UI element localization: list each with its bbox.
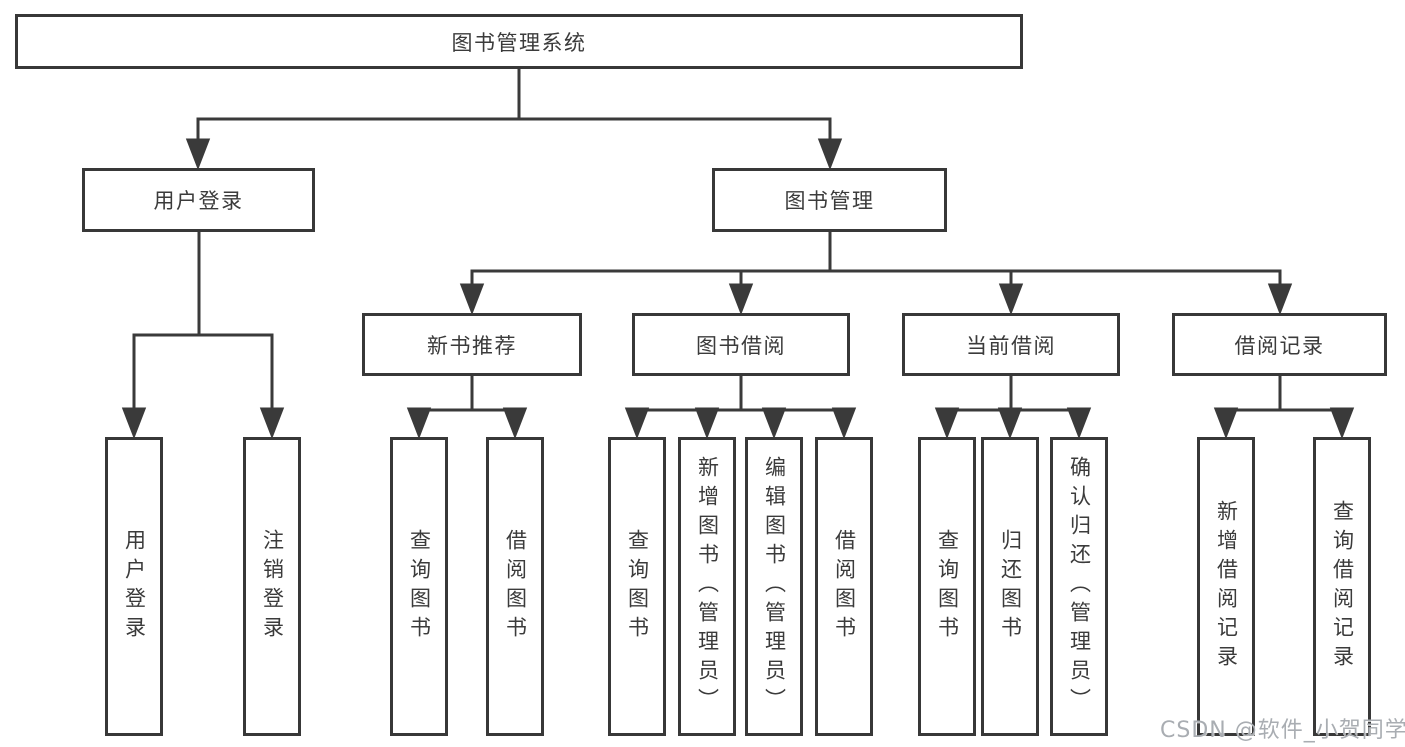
- leaf-query-borrow-record: 查询借阅记录: [1313, 437, 1371, 736]
- node-label: 借阅图书: [503, 528, 528, 645]
- leaf-add-borrow-record: 新增借阅记录: [1197, 437, 1255, 736]
- node-label: 用户登录: [153, 189, 244, 213]
- node-book-management-branch: 图书管理: [712, 168, 947, 232]
- node-label: 编辑图书（管理员）: [762, 456, 787, 717]
- node-current-borrowing: 当前借阅: [902, 313, 1120, 376]
- node-label: 图书借阅: [696, 333, 786, 358]
- node-label: 查询图书: [407, 528, 432, 645]
- node-label: 注销登录: [260, 528, 285, 645]
- leaf-query-books: 查询图书: [608, 437, 666, 736]
- node-library-management-system: 图书管理系统: [15, 14, 1023, 69]
- leaf-logout: 注销登录: [243, 437, 301, 736]
- csdn-watermark: CSDN @软件_小贺同学: [1160, 718, 1405, 743]
- connector-root-to-level2: [185, 68, 843, 171]
- connector-module0-to-leaves: [406, 375, 528, 440]
- node-label: 归还图书: [998, 528, 1023, 645]
- node-book-borrowing: 图书借阅: [632, 313, 850, 376]
- leaf-user-login: 用户登录: [105, 437, 163, 736]
- leaf-query-books: 查询图书: [390, 437, 448, 736]
- connector-mgmt-to-level3: [459, 231, 1293, 316]
- connector-module2-to-leaves: [934, 375, 1092, 440]
- leaf-return-books: 归还图书: [981, 437, 1039, 736]
- node-label: 借阅记录: [1234, 333, 1325, 358]
- leaf-query-books: 查询图书: [918, 437, 976, 736]
- node-label: 新增借阅记录: [1214, 499, 1239, 674]
- leaf-borrow-books: 借阅图书: [486, 437, 544, 736]
- node-label: 新书推荐: [427, 333, 517, 358]
- leaf-confirm-return-admin: 确认归还（管理员）: [1050, 437, 1108, 736]
- node-label: 图书管理系统: [451, 30, 587, 55]
- node-label: 新增图书（管理员）: [695, 456, 720, 717]
- node-label: 查询借阅记录: [1330, 499, 1355, 674]
- node-label: 查询图书: [625, 528, 650, 645]
- connector-module3-to-leaves: [1213, 375, 1355, 440]
- node-new-book-recommendation: 新书推荐: [362, 313, 582, 376]
- node-label: 确认归还（管理员）: [1067, 456, 1092, 717]
- node-label: 当前借阅: [966, 333, 1056, 358]
- connector-login-to-leaves: [121, 231, 285, 440]
- connector-module1-to-leaves: [624, 375, 857, 440]
- node-borrowing-records: 借阅记录: [1172, 313, 1387, 376]
- node-label: 图书管理: [784, 189, 875, 213]
- node-user-login-branch: 用户登录: [82, 168, 315, 232]
- node-label: 查询图书: [935, 528, 960, 645]
- leaf-add-books-admin: 新增图书（管理员）: [678, 437, 736, 736]
- leaf-edit-books-admin: 编辑图书（管理员）: [745, 437, 803, 736]
- leaf-borrow-books: 借阅图书: [815, 437, 873, 736]
- node-label: 用户登录: [122, 528, 147, 645]
- node-label: 借阅图书: [832, 528, 857, 645]
